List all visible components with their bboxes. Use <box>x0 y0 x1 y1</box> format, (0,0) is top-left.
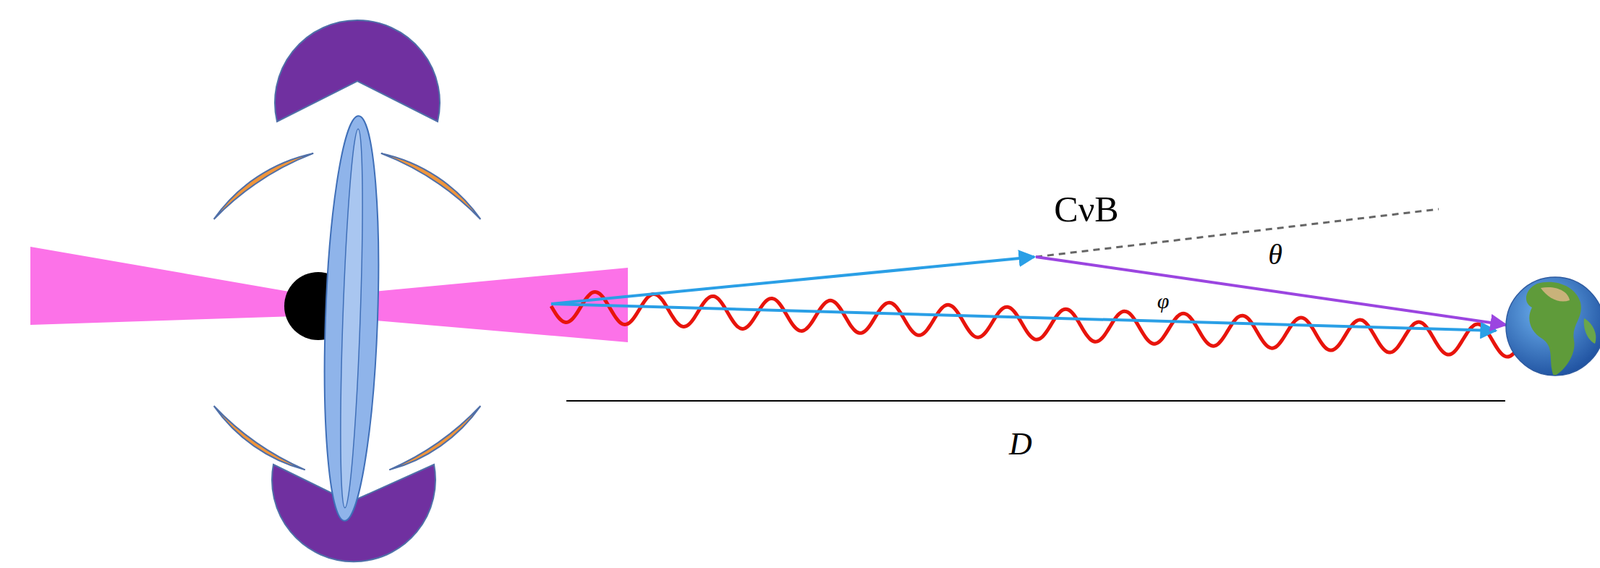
radio-lobe-top <box>274 20 440 122</box>
jet-left <box>30 246 319 325</box>
earth-icon <box>1505 277 1600 377</box>
torus-cloud <box>214 153 314 220</box>
agn-illustration <box>30 20 628 562</box>
torus-cloud <box>381 153 482 220</box>
photon-wave <box>551 291 1522 357</box>
distance-line <box>566 400 1506 402</box>
accretion-disk-inner <box>336 128 367 509</box>
accretion-disk <box>318 115 385 522</box>
neutrino-path-to-scatter <box>551 256 1035 304</box>
torus-cloud <box>389 405 481 470</box>
angle-label: θ <box>1267 240 1283 270</box>
background-label: CνB <box>1053 190 1119 228</box>
angle-label: φ <box>1157 290 1170 312</box>
distance-label: D <box>1009 428 1033 461</box>
neutrino-path-direct <box>551 303 1496 331</box>
torus-cloud <box>214 405 306 470</box>
